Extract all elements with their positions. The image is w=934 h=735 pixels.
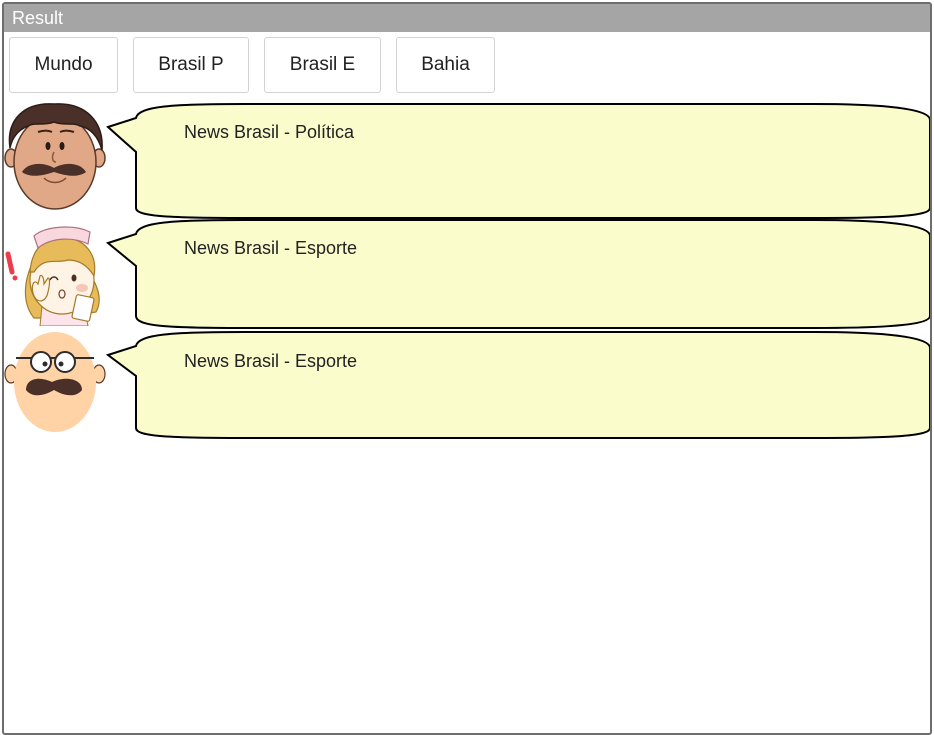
man-with-mustache-icon xyxy=(4,103,106,210)
speech-bubble xyxy=(106,103,930,219)
brasil-e-button[interactable]: Brasil E xyxy=(264,37,381,93)
bahia-button[interactable]: Bahia xyxy=(396,37,495,93)
speech-bubble xyxy=(105,219,930,329)
news-text: News Brasil - Esporte xyxy=(184,351,358,371)
title-bar: Result xyxy=(4,4,930,32)
brasil-p-button[interactable]: Brasil P xyxy=(133,37,249,93)
mundo-button[interactable]: Mundo xyxy=(9,37,118,93)
bald-man-with-glasses-icon xyxy=(4,332,106,432)
nurse-icon xyxy=(5,226,100,326)
window-title: Result xyxy=(12,8,64,28)
news-text: News Brasil - Esporte xyxy=(184,238,358,258)
speech-bubble xyxy=(105,331,930,439)
news-text: News Brasil - Política xyxy=(184,122,355,142)
